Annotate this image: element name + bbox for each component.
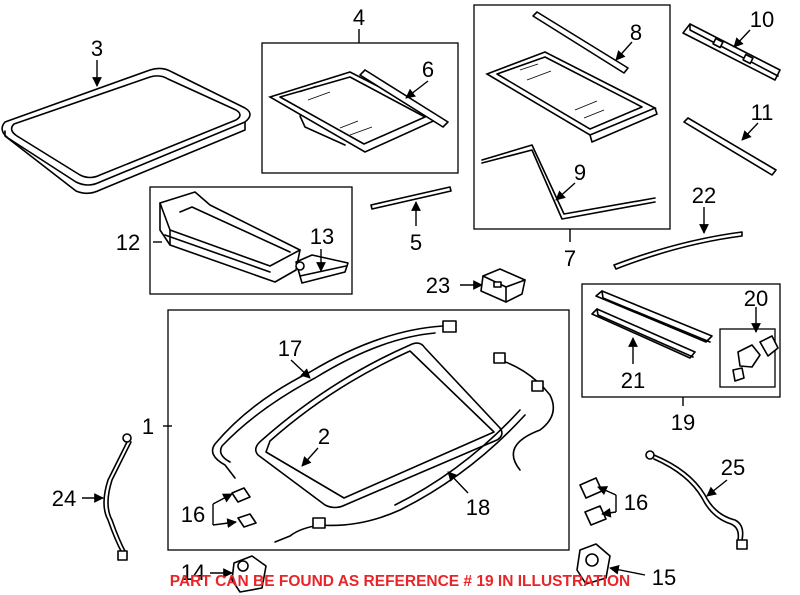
callout-3: 3 bbox=[91, 36, 103, 61]
callout-16-right: 16 bbox=[624, 490, 648, 515]
part-6-glass-seal-strip bbox=[359, 69, 449, 128]
callout-21: 21 bbox=[621, 368, 645, 393]
reference-notice: PART CAN BE FOUND AS REFERENCE # 19 IN I… bbox=[170, 573, 630, 590]
callout-23: 23 bbox=[426, 273, 450, 298]
part-16-left-clips bbox=[231, 487, 257, 528]
part-12-wind-deflector bbox=[159, 191, 301, 283]
callout-22: 22 bbox=[692, 183, 716, 208]
part-15-sunroof-motor bbox=[576, 543, 611, 585]
callout-1: 1 bbox=[142, 414, 154, 439]
callout-17: 17 bbox=[278, 336, 302, 361]
callout-7: 7 bbox=[564, 246, 576, 271]
box-group-19 bbox=[581, 283, 781, 398]
part-9-glass-seal bbox=[481, 144, 656, 220]
callout-2: 2 bbox=[318, 424, 330, 449]
box-group-1 bbox=[167, 309, 570, 551]
part-16-right-clips bbox=[579, 477, 607, 526]
box-group-12 bbox=[149, 186, 353, 295]
part-4-front-glass bbox=[268, 71, 442, 153]
part-18-drain-hose bbox=[274, 409, 526, 543]
part-5-seal-strip bbox=[370, 186, 452, 210]
callout-19: 19 bbox=[671, 410, 695, 435]
part-14-sunroof-motor bbox=[231, 555, 267, 593]
callout-6: 6 bbox=[422, 57, 434, 82]
part-7-rear-glass bbox=[485, 51, 658, 143]
part-23-control-module bbox=[480, 268, 526, 303]
part-21-guide-rails bbox=[591, 290, 713, 359]
callout-14: 14 bbox=[181, 560, 205, 585]
part-2-frame-seal bbox=[254, 342, 503, 509]
callout-5: 5 bbox=[410, 230, 422, 255]
part-8-glass-seal-strip bbox=[532, 11, 629, 74]
callout-4: 4 bbox=[353, 5, 365, 30]
leader-lines bbox=[82, 29, 761, 578]
part-24-drain-cable bbox=[103, 433, 132, 561]
callout-25: 25 bbox=[721, 455, 745, 480]
part-25-drain-cable bbox=[645, 450, 748, 550]
callout-20: 20 bbox=[744, 286, 768, 311]
part-11-deflector-strip bbox=[683, 117, 777, 176]
box-group-20 bbox=[719, 328, 776, 388]
part-17-drain-hose bbox=[211, 320, 555, 479]
callout-11: 11 bbox=[751, 100, 774, 125]
box-group-7 bbox=[473, 4, 671, 230]
part-22-trim-strip bbox=[613, 231, 743, 270]
box-group-4 bbox=[261, 42, 459, 174]
callout-10: 10 bbox=[750, 7, 774, 32]
callout-18: 18 bbox=[466, 495, 490, 520]
callout-8: 8 bbox=[630, 20, 642, 45]
part-13-deflector-arm bbox=[295, 254, 349, 284]
callout-15: 15 bbox=[652, 565, 676, 590]
callout-12: 12 bbox=[116, 230, 140, 255]
callout-9: 9 bbox=[574, 160, 586, 185]
part-20-rail-clip bbox=[732, 335, 779, 382]
part-10-bracket bbox=[682, 23, 781, 81]
callout-labels: 3 4 6 8 9 7 10 11 5 12 13 22 23 20 21 19… bbox=[52, 5, 774, 590]
callout-16-left: 16 bbox=[181, 502, 205, 527]
callout-13: 13 bbox=[310, 224, 334, 249]
part-3-frame-seal bbox=[1, 67, 251, 195]
callout-24: 24 bbox=[52, 486, 76, 511]
